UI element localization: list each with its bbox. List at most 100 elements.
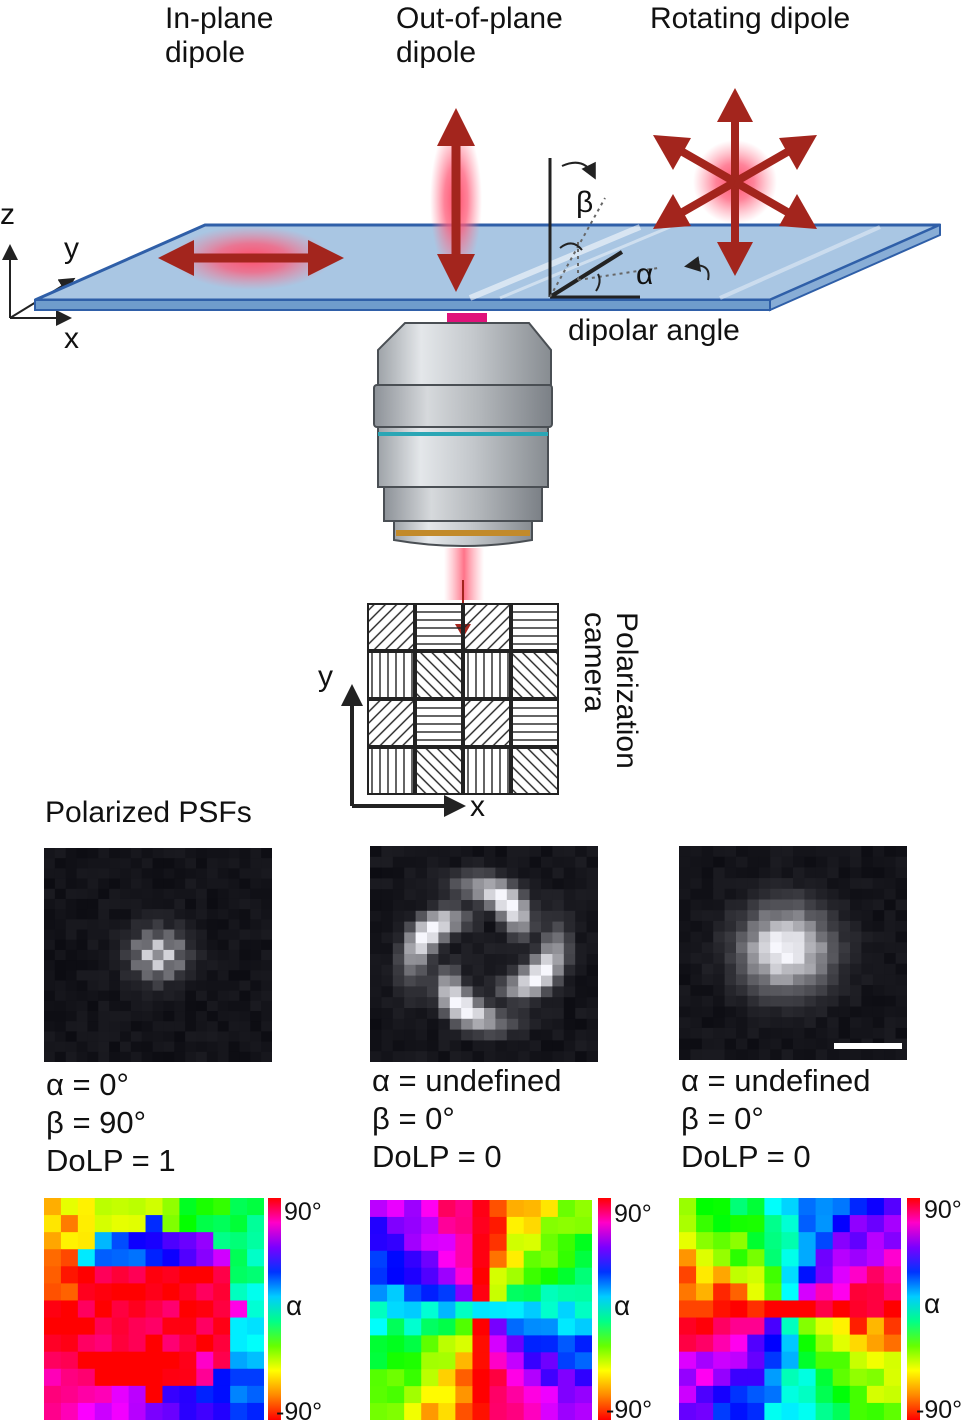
psf-1-pixel — [174, 898, 186, 910]
psf-3-pixel — [724, 899, 737, 911]
alpha-map-3-pixel — [747, 1266, 765, 1284]
psf-3-pixel — [724, 920, 737, 933]
psf-2-pixel — [518, 856, 531, 869]
alpha-map-2-pixel — [404, 1301, 422, 1320]
alpha-map-2-pixel — [523, 1352, 542, 1370]
psf-2-pixel — [370, 867, 382, 879]
alpha-map-2-pixel — [574, 1352, 592, 1370]
psf-3-pixel — [679, 867, 691, 879]
alpha-map-2-pixel — [455, 1284, 474, 1303]
alpha-map-1-pixel — [213, 1368, 231, 1387]
alpha-map-1-pixel — [230, 1351, 248, 1370]
alpha-map-3-pixel — [883, 1317, 901, 1336]
alpha-map-3-pixel — [815, 1351, 834, 1370]
psf-3-pixel — [736, 867, 748, 879]
psf-3-pixel — [861, 856, 874, 868]
psf-2-pixel — [563, 856, 576, 869]
psf-1-pixel — [217, 868, 230, 880]
alpha-map-2-pixel — [472, 1301, 491, 1320]
alpha-map-1-pixel — [94, 1232, 113, 1250]
psf-1-pixel — [87, 929, 99, 941]
psf-3-pixel — [838, 974, 851, 986]
psf-3-pixel — [713, 888, 726, 901]
psf-3-pixel — [838, 931, 851, 943]
psf-1-pixel — [98, 1051, 110, 1062]
psf-1-pixel — [261, 929, 272, 941]
psf-1-pixel — [206, 858, 219, 869]
psf-1-pixel — [174, 1031, 186, 1043]
psf-1-pixel — [44, 990, 56, 1002]
alpha-map-3-pixel — [883, 1385, 901, 1404]
psf-2-pixel — [518, 921, 531, 933]
psf-1-pixel — [87, 848, 99, 859]
alpha-map-2-pixel — [387, 1352, 405, 1370]
alpha-map-1-pixel — [247, 1351, 264, 1370]
alpha-map-1-pixel — [162, 1334, 180, 1353]
alpha-map-3-pixel — [849, 1249, 868, 1267]
psf-1-pixel — [130, 970, 143, 982]
alpha-map-1-pixel — [60, 1368, 79, 1387]
psf-2-pixel — [438, 878, 451, 890]
alpha-map-3-pixel — [781, 1402, 800, 1420]
psf-3-pixel — [747, 1006, 760, 1018]
psf-3-pixel — [701, 995, 714, 1008]
psf-3-pixel — [690, 878, 703, 890]
psf-1-pixel — [109, 1000, 121, 1012]
psf-1-pixel — [261, 970, 272, 982]
alpha-map-3-pixel — [679, 1198, 697, 1216]
psf-1-pixel — [196, 929, 208, 941]
psf-1-pixel — [185, 990, 197, 1002]
alpha-map-1-pixel — [77, 1249, 96, 1267]
psf-1-pixel — [65, 1041, 78, 1053]
psf-3-pixel — [724, 856, 737, 868]
alpha-map-3-pixel — [849, 1402, 868, 1420]
alpha-map-3-pixel — [866, 1334, 885, 1353]
psf-1-pixel — [206, 878, 219, 890]
psf-1-pixel — [152, 970, 165, 982]
psf-1-pixel — [44, 1041, 56, 1053]
psf-1-pixel — [196, 898, 208, 910]
psf-2-pixel — [370, 889, 382, 901]
psf-3-pixel — [736, 974, 748, 986]
alpha-map-2-pixel — [404, 1352, 422, 1370]
psf-2-pixel — [563, 954, 576, 966]
psf-3-pixel — [884, 856, 897, 868]
psf-2-pixel — [415, 878, 428, 890]
psf-2-pixel — [472, 997, 485, 1009]
psf-3-pixel — [758, 878, 771, 890]
psf-3-pixel — [781, 963, 794, 975]
psf-2-pixel — [484, 1008, 496, 1020]
alpha-map-2-pixel — [574, 1318, 592, 1336]
psf-2-pixel — [563, 997, 576, 1009]
alpha-map-2-pixel — [557, 1352, 576, 1370]
alpha-map-2-pixel — [387, 1369, 405, 1387]
psf-1-pixel — [54, 858, 67, 869]
alpha-map-1-pixel — [111, 1317, 130, 1336]
alpha-map-3-pixel — [849, 1317, 868, 1336]
psf-3-pixel — [827, 878, 840, 890]
alpha-map-2-pixel — [489, 1233, 508, 1252]
alpha-map-1-pixel — [77, 1351, 96, 1370]
alpha-map-1-pixel — [128, 1283, 147, 1302]
psf-2-pixel — [563, 867, 576, 879]
psf-3-pixel — [827, 974, 840, 986]
alpha-map-3-pixel — [730, 1266, 748, 1284]
psf-1-pixel — [228, 878, 241, 890]
psf-1-pixel — [109, 960, 121, 971]
psf-1-pixel — [141, 980, 154, 992]
psf-3-pixel — [850, 856, 862, 868]
psf-1-pixel — [217, 1031, 230, 1043]
psf-1-pixel — [152, 990, 165, 1002]
psf-2-pixel — [529, 975, 542, 987]
alpha-map-2-pixel — [370, 1200, 388, 1218]
psf-1-pixel — [76, 919, 89, 931]
alpha-map-2-pixel — [523, 1200, 542, 1218]
axis-x-label: x — [64, 322, 79, 355]
psf-2-pixel — [575, 1029, 588, 1041]
scale-bar — [834, 1043, 902, 1049]
psf-1-pixel — [120, 919, 132, 931]
psf-1-pixel — [141, 1000, 154, 1012]
psf-3-pixel — [781, 974, 794, 986]
psf-3-pixel — [747, 974, 760, 986]
out-of-plane-dipole-label: Out-of-plane dipole — [396, 2, 563, 69]
